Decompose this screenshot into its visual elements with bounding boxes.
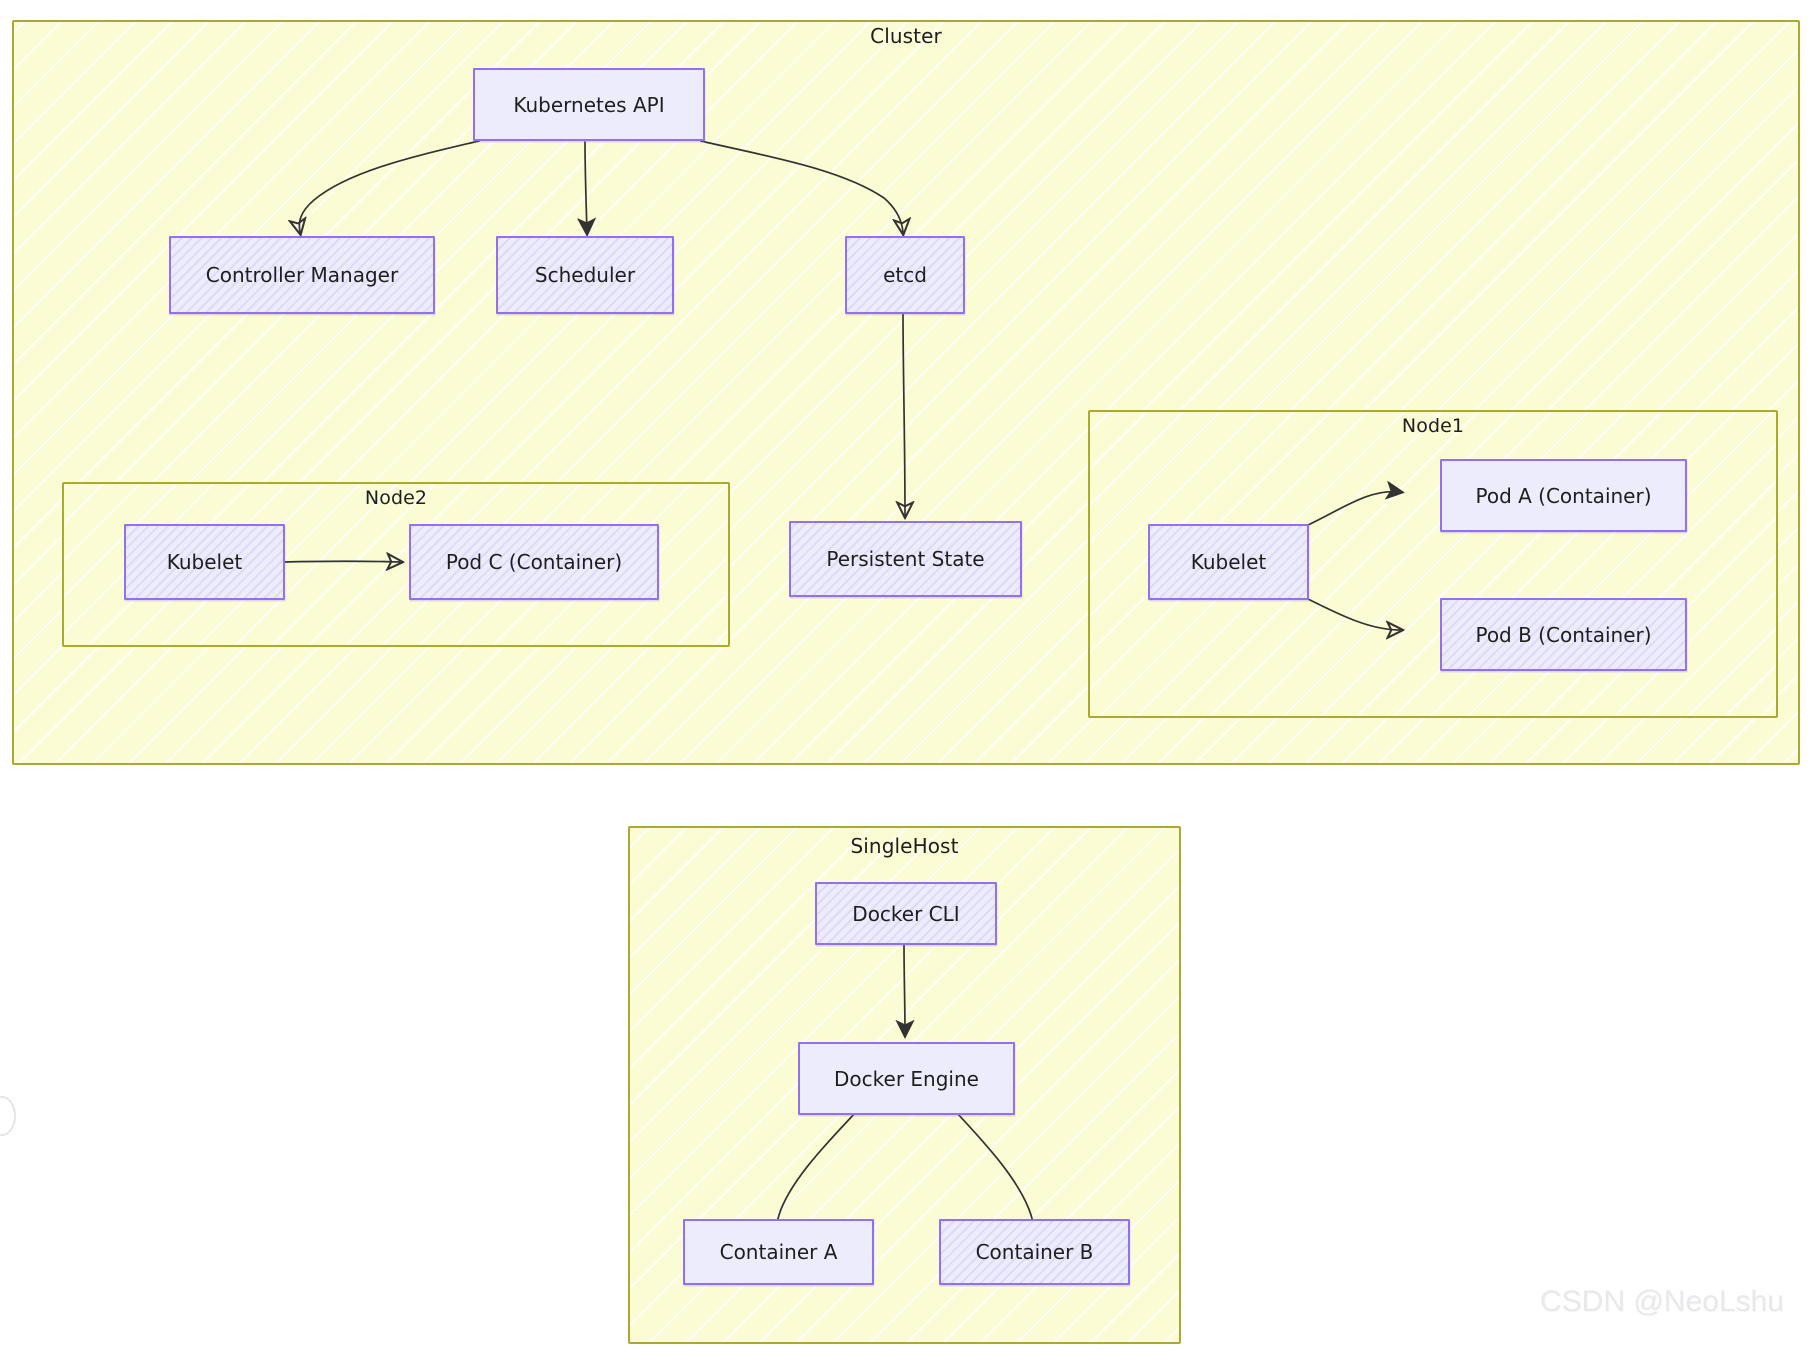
node-container-b[interactable]: Container B xyxy=(939,1219,1130,1285)
node-persistent-state[interactable]: Persistent State xyxy=(789,521,1022,597)
subgraph-singlehost-title: SingleHost xyxy=(850,834,959,858)
watermark-label: CSDN @NeoLshu xyxy=(1540,1285,1784,1318)
node-label: Kubelet xyxy=(166,550,243,574)
node-label: Pod A (Container) xyxy=(1475,483,1652,508)
edge-kubeletnode2-podc xyxy=(284,561,400,562)
node-label: etcd xyxy=(883,263,927,287)
node-pod-c[interactable]: Pod C (Container) xyxy=(409,524,659,600)
edge-etcd-persistentstate xyxy=(903,311,905,515)
subgraph-cluster-title: Cluster xyxy=(870,24,942,48)
node-label: Kubelet xyxy=(1190,550,1267,574)
node-label: Pod B (Container) xyxy=(1475,622,1652,647)
node-label: Container A xyxy=(719,1240,838,1264)
subgraph-node2-title: Node2 xyxy=(364,487,428,509)
node-docker-engine[interactable]: Docker Engine xyxy=(798,1042,1015,1115)
node-label: Docker Engine xyxy=(834,1066,979,1091)
node-kubelet-node1[interactable]: Kubelet xyxy=(1148,524,1309,600)
edge-kubeletnode1-podb xyxy=(1307,598,1400,630)
edge-k8sapi-controllermanager xyxy=(299,140,480,232)
edge-k8sapi-scheduler xyxy=(585,141,587,232)
node-label: Docker CLI xyxy=(852,901,960,926)
node-scheduler[interactable]: Scheduler xyxy=(496,236,674,314)
node-label: Kubernetes API xyxy=(513,92,665,117)
node-label: Persistent State xyxy=(826,547,985,571)
edge-kubeletnode1-poda xyxy=(1307,492,1400,526)
node-pod-a[interactable]: Pod A (Container) xyxy=(1440,459,1687,532)
node-docker-cli[interactable]: Docker CLI xyxy=(815,882,997,945)
subgraph-node1-title: Node1 xyxy=(1401,415,1465,437)
edge-k8sapi-etcd xyxy=(700,140,903,232)
edge-dockercli-dockerengine xyxy=(904,943,905,1034)
node-pod-b[interactable]: Pod B (Container) xyxy=(1440,598,1687,671)
node-container-a[interactable]: Container A xyxy=(683,1219,874,1285)
node-kubernetes-api[interactable]: Kubernetes API xyxy=(473,68,705,141)
node-label: Controller Manager xyxy=(205,263,399,287)
node-label: Scheduler xyxy=(534,263,636,287)
node-etcd[interactable]: etcd xyxy=(845,236,965,314)
node-label: Container B xyxy=(975,1240,1094,1264)
node-label: Pod C (Container) xyxy=(445,550,623,574)
node-controller-manager[interactable]: Controller Manager xyxy=(169,236,435,314)
node-kubelet-node2[interactable]: Kubelet xyxy=(124,524,285,600)
